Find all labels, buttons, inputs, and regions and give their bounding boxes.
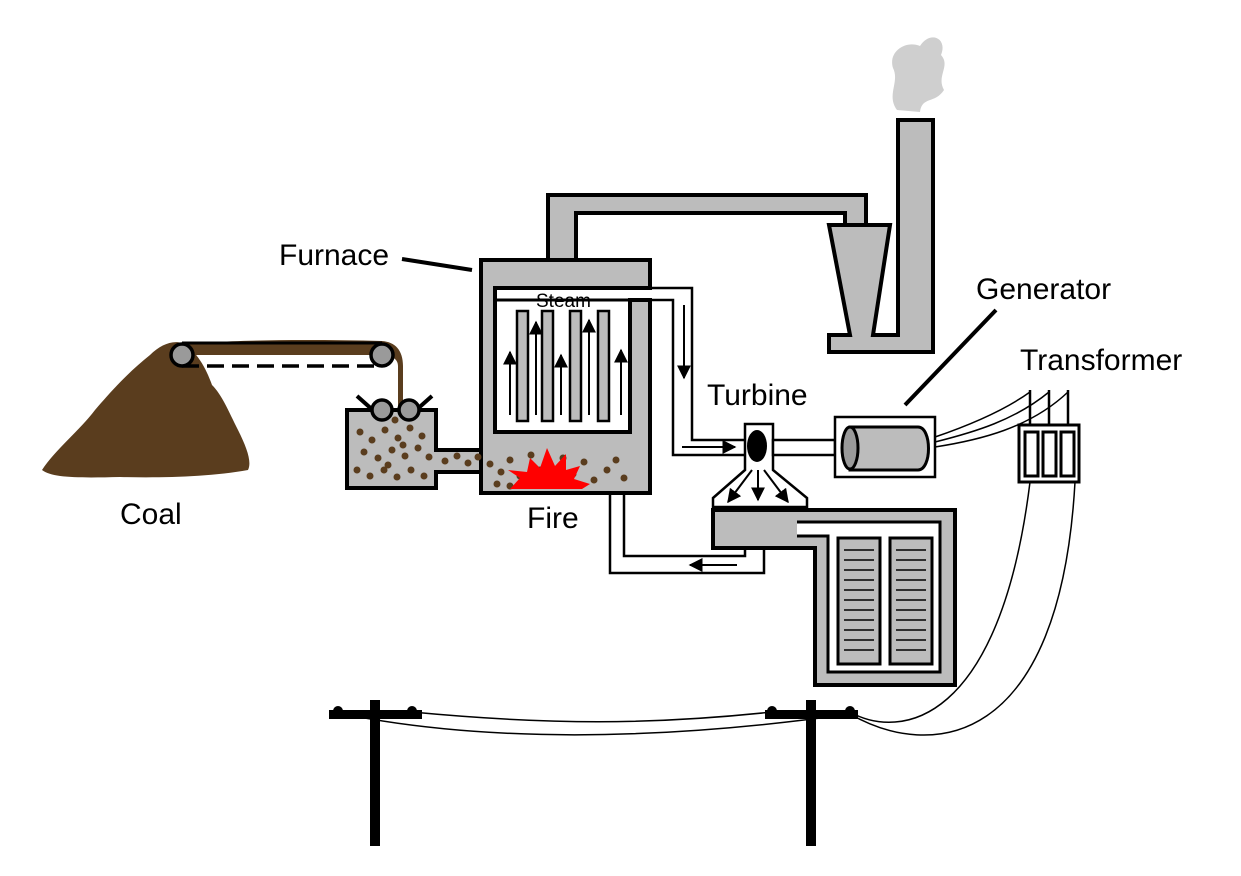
label-generator: Generator bbox=[976, 273, 1111, 306]
condenser-tube-lines bbox=[844, 549, 926, 651]
furnace bbox=[479, 258, 652, 495]
generator-to-transformer-wires bbox=[934, 391, 1069, 448]
coal-pile bbox=[42, 342, 250, 478]
turbine bbox=[711, 422, 809, 509]
transmission-wires bbox=[337, 481, 1076, 736]
steam-pipe-arrows bbox=[677, 305, 737, 454]
flue-duct bbox=[546, 193, 868, 262]
steam-pipe bbox=[650, 286, 744, 457]
steam-flow-arrows bbox=[503, 318, 628, 415]
conveyor bbox=[169, 340, 403, 410]
utility-pole-right bbox=[765, 700, 858, 846]
generator bbox=[833, 415, 937, 479]
label-turbine: Turbine bbox=[707, 379, 808, 412]
label-fire: Fire bbox=[527, 502, 579, 535]
transformer bbox=[1017, 390, 1081, 484]
label-transformer: Transformer bbox=[1020, 344, 1182, 377]
condenser bbox=[711, 508, 957, 687]
turbine-exhaust-arrows bbox=[727, 469, 789, 504]
label-leaders bbox=[401, 257, 998, 407]
fire bbox=[508, 448, 590, 489]
coal-feeder bbox=[345, 394, 483, 490]
water-return-pipe bbox=[608, 493, 766, 575]
label-coal: Coal bbox=[120, 498, 182, 531]
turbine-shaft bbox=[771, 438, 837, 457]
label-furnace: Furnace bbox=[279, 239, 389, 272]
label-steam: Steam bbox=[536, 291, 591, 312]
utility-pole-left bbox=[329, 700, 422, 846]
smoke bbox=[892, 37, 945, 112]
boiler-tubes bbox=[515, 309, 611, 423]
smokestack bbox=[826, 118, 935, 354]
